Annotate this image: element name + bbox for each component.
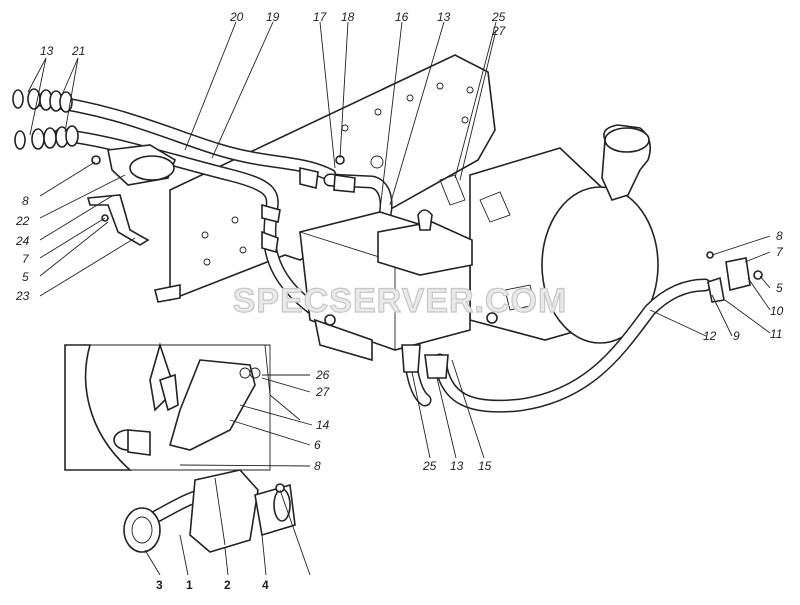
label-9: 9 [733,329,740,343]
label-15: 15 [478,459,492,473]
label-12: 12 [703,329,717,343]
label-11: 11 [770,327,782,341]
label-6: 6 [314,438,321,452]
label-10: 10 [770,304,784,318]
fan-assembly [123,469,296,553]
inset-detail [64,342,301,471]
bracket-23 [86,194,150,246]
label-8-mid: 8 [314,459,321,473]
fuel-tank [439,124,659,344]
mounting-foot [154,284,181,303]
label-24: 24 [15,234,30,248]
pipe-13 [424,354,449,379]
label-13-top: 13 [437,10,451,24]
label-8-left: 8 [22,194,29,208]
label-5-right: 5 [776,281,783,295]
label-13-bottom: 13 [450,459,464,473]
label-3: 3 [156,578,163,592]
label-14: 14 [316,418,330,432]
label-19: 19 [266,10,280,24]
label-18: 18 [341,10,355,24]
label-7-left: 7 [22,252,30,266]
label-13-left: 13 [40,44,54,58]
label-17: 17 [313,10,328,24]
label-27-top: 27 [491,24,507,38]
label-25-top: 25 [491,10,506,24]
label-20: 20 [229,10,244,24]
label-26: 26 [315,368,330,382]
label-4: 4 [262,578,269,592]
label-7-right: 7 [776,245,784,259]
label-22: 22 [15,214,30,228]
watermark-text: SPECSERVER.COM [233,282,568,320]
leader-lines [27,21,771,576]
label-2: 2 [224,578,231,592]
hose-clamps-13 [12,88,79,150]
label-8-right: 8 [776,229,783,243]
label-25-bottom: 25 [422,459,437,473]
label-5-left: 5 [22,270,29,284]
label-21: 21 [71,44,85,58]
label-1: 1 [186,578,193,592]
label-27-mid: 27 [315,385,331,399]
heater-unit [299,209,498,362]
label-23: 23 [15,289,30,303]
pipe-25 [401,344,421,373]
fasteners [91,155,763,303]
callout-labels: 20 19 17 18 16 13 25 27 13 21 8 22 24 7 … [15,10,784,592]
duct-opening [129,155,175,181]
label-16: 16 [395,10,409,24]
